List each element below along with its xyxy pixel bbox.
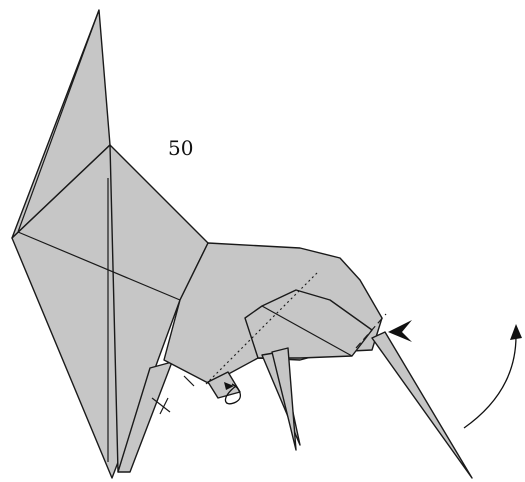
long-antenna (372, 332, 472, 478)
front-leg-right (272, 348, 296, 450)
push-arrow-icon (388, 320, 412, 342)
rotate-arrow-icon (464, 324, 522, 428)
